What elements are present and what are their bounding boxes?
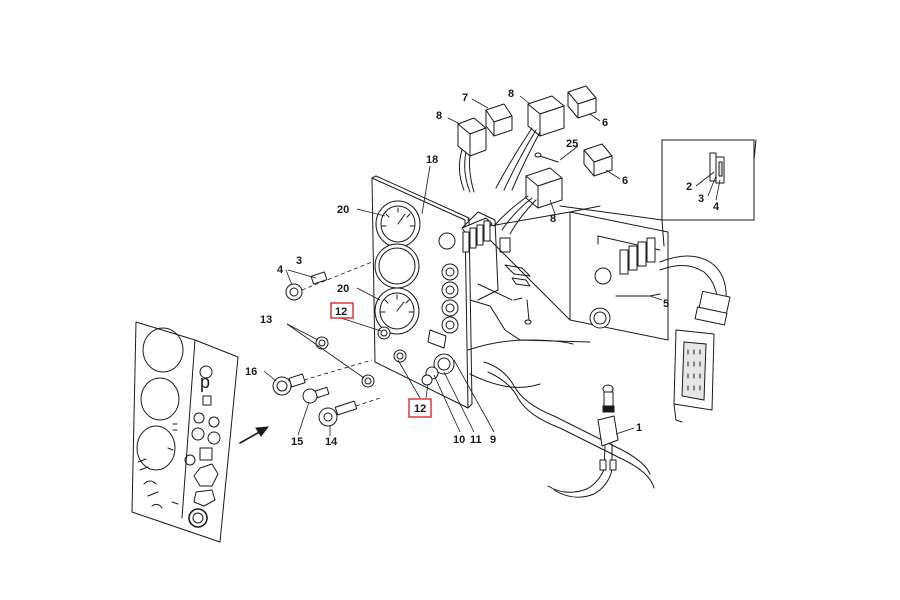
svg-text:p: p xyxy=(200,372,210,392)
callout-6-upper: 6 xyxy=(602,117,608,129)
callout-8-top: 8 xyxy=(508,88,514,100)
callout-13: 13 xyxy=(260,314,272,326)
callout-18: 18 xyxy=(426,154,438,166)
callout-14: 14 xyxy=(325,436,338,448)
highlight-box-12-upper xyxy=(330,302,354,319)
callout-labels: 1 2 3 3 4 4 5 6 6 7 8 8 8 9 10 11 12 12 … xyxy=(245,88,720,448)
callout-8-lower: 8 xyxy=(550,213,556,225)
highlight-box-12-lower xyxy=(408,398,432,418)
callout-15: 15 xyxy=(291,436,303,448)
callout-4-detail: 4 xyxy=(713,201,720,213)
callout-16: 16 xyxy=(245,366,257,378)
callout-20-upper: 20 xyxy=(337,204,349,216)
callout-5: 5 xyxy=(663,298,669,310)
callout-3-detail: 3 xyxy=(698,193,704,205)
callout-3: 3 xyxy=(296,255,302,267)
callout-12-lower: 12 xyxy=(414,403,426,415)
callout-1: 1 xyxy=(636,422,642,434)
callout-7: 7 xyxy=(462,92,468,104)
callout-2: 2 xyxy=(686,181,692,193)
front-overlay-panel: p xyxy=(131,321,239,543)
mounting-hardware xyxy=(272,261,439,427)
callout-25: 25 xyxy=(566,138,578,150)
detail-box-fuse xyxy=(559,139,757,247)
leader-lines xyxy=(263,95,721,436)
detail-inset xyxy=(489,205,731,423)
direction-arrow xyxy=(239,426,270,444)
callout-20-lower: 20 xyxy=(337,283,349,295)
callout-11: 11 xyxy=(470,434,482,446)
callout-10: 10 xyxy=(453,434,465,446)
callout-12-upper: 12 xyxy=(335,306,347,318)
lamp-assembly xyxy=(547,384,619,498)
main-instrument-panel xyxy=(371,175,655,489)
relays-and-connectors xyxy=(457,85,613,235)
callout-9: 9 xyxy=(490,434,496,446)
callout-6-lower: 6 xyxy=(622,175,628,187)
callout-4: 4 xyxy=(277,264,284,276)
callout-8-left: 8 xyxy=(436,110,442,122)
